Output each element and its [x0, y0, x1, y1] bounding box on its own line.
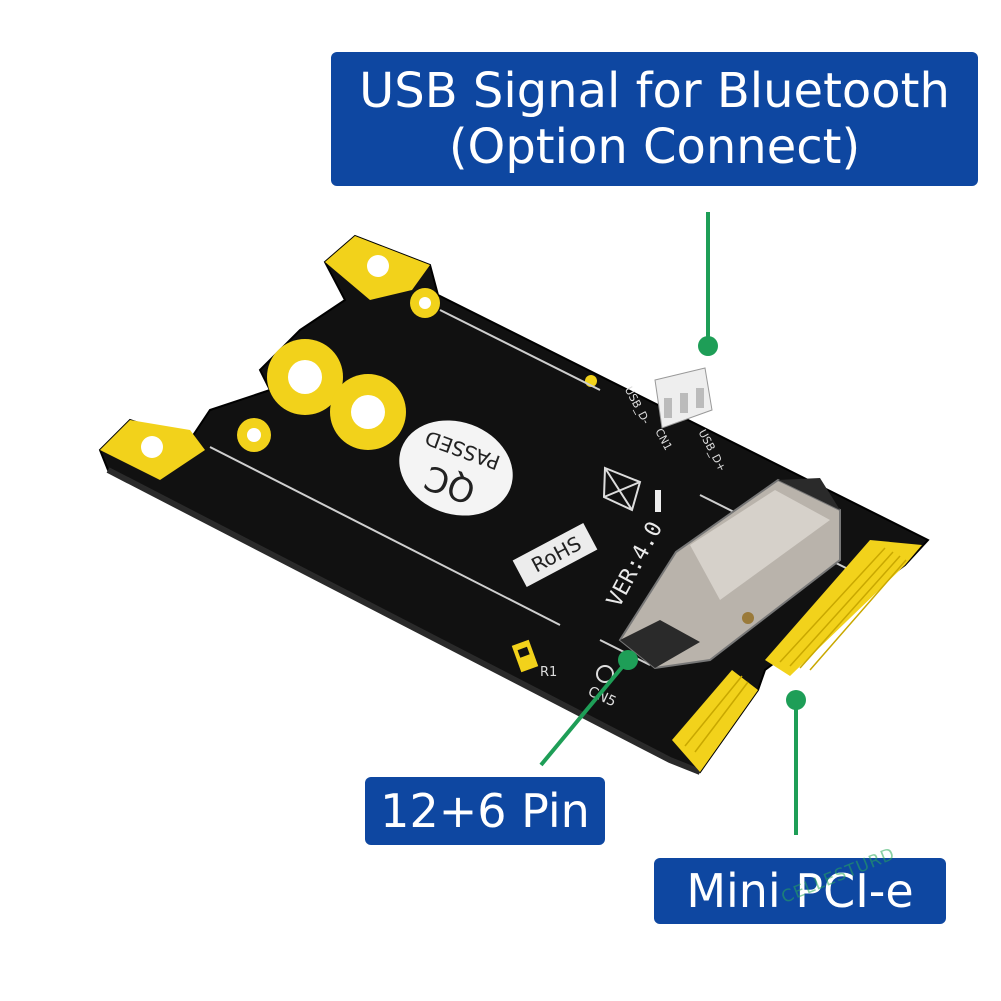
leader-pcie	[786, 690, 806, 835]
pin-count-label: 12+6 Pin	[365, 777, 605, 845]
pin-label-text: 12+6 Pin	[380, 784, 590, 838]
usb-label-line1: USB Signal for Bluetooth	[359, 63, 950, 119]
pcie-gold-fingers	[672, 540, 922, 772]
pin-connector	[618, 478, 841, 670]
usb-header-connector	[654, 367, 713, 429]
leader-pin	[539, 650, 638, 767]
leader-usb	[698, 212, 718, 356]
qc-sticker: QC PASSED	[399, 420, 513, 516]
weee-bin-icon	[602, 466, 642, 512]
mini-pcie-label: Mini PCI-e	[654, 858, 946, 924]
pcie-label-text: Mini PCI-e	[686, 864, 914, 918]
usb-signal-label: USB Signal for Bluetooth (Option Connect…	[331, 52, 978, 186]
usb-label-line2: (Option Connect)	[448, 119, 861, 175]
r1-label: R1	[540, 665, 557, 680]
